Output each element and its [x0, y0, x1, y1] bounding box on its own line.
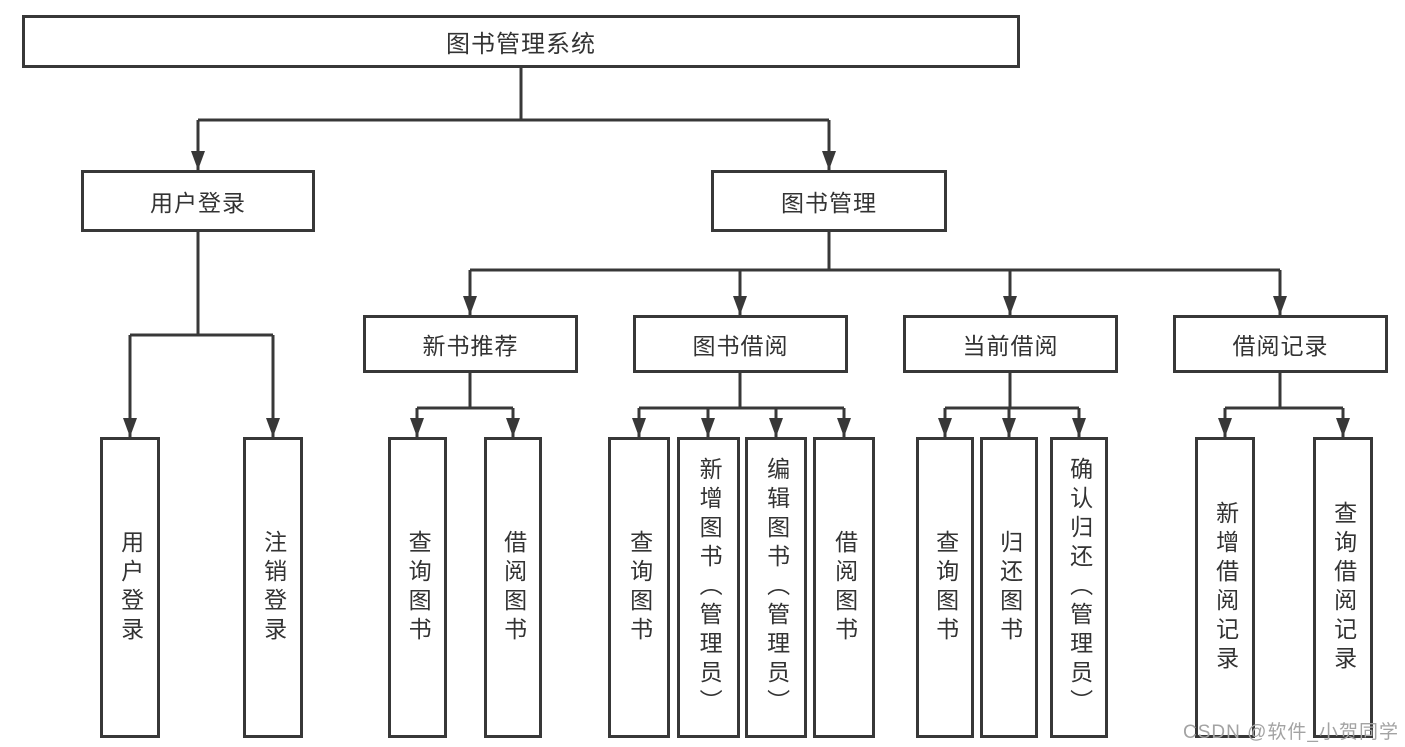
node-label: 用户登录: [150, 190, 246, 216]
node-label: 归还图书: [996, 529, 1023, 646]
node-label: 确认归还（管理员）: [1066, 457, 1093, 718]
node-label: 新增借阅记录: [1212, 500, 1239, 675]
leaf-add-borrow-record: 新增借阅记录: [1195, 437, 1255, 738]
leaf-query-books-recommend: 查询图书: [388, 437, 447, 738]
node-user-login: 用户登录: [81, 170, 315, 232]
node-label: 注销登录: [260, 529, 287, 646]
leaf-user-login: 用户登录: [100, 437, 160, 738]
node-label: 新书推荐: [422, 333, 519, 359]
leaf-borrow-books: 借阅图书: [813, 437, 875, 738]
node-label: 查询借阅记录: [1330, 500, 1357, 675]
leaf-return-books: 归还图书: [980, 437, 1038, 738]
leaf-query-books-current: 查询图书: [916, 437, 974, 738]
node-new-book-recommend: 新书推荐: [363, 315, 578, 373]
node-label: 借阅记录: [1232, 333, 1329, 359]
node-label: 查询图书: [626, 529, 653, 646]
node-label: 图书借阅: [692, 333, 789, 359]
leaf-borrow-books-recommend: 借阅图书: [484, 437, 542, 738]
leaf-query-borrow-record: 查询借阅记录: [1313, 437, 1373, 738]
node-label: 查询图书: [932, 529, 959, 646]
leaf-logout: 注销登录: [243, 437, 303, 738]
csdn-watermark: CSDN @软件_小贺同学: [1183, 722, 1399, 743]
node-label: 图书管理: [781, 190, 877, 216]
leaf-edit-books-admin: 编辑图书（管理员）: [745, 437, 807, 738]
node-label: 借阅图书: [831, 529, 858, 646]
node-book-borrow: 图书借阅: [633, 315, 848, 373]
node-label: 编辑图书（管理员）: [763, 457, 790, 718]
node-borrow-records: 借阅记录: [1173, 315, 1388, 373]
node-library-management-system: 图书管理系统: [22, 15, 1020, 68]
leaf-query-books-borrow: 查询图书: [608, 437, 670, 738]
node-label: 新增图书（管理员）: [696, 457, 723, 718]
node-label: 当前借阅: [962, 333, 1059, 359]
node-book-management: 图书管理: [711, 170, 947, 232]
leaf-add-books-admin: 新增图书（管理员）: [677, 437, 740, 738]
node-label: 借阅图书: [500, 529, 527, 646]
node-current-borrow: 当前借阅: [903, 315, 1118, 373]
node-label: 查询图书: [405, 529, 432, 646]
node-label: 图书管理系统: [446, 31, 596, 58]
leaf-confirm-return-admin: 确认归还（管理员）: [1050, 437, 1108, 738]
node-label: 用户登录: [117, 529, 144, 646]
